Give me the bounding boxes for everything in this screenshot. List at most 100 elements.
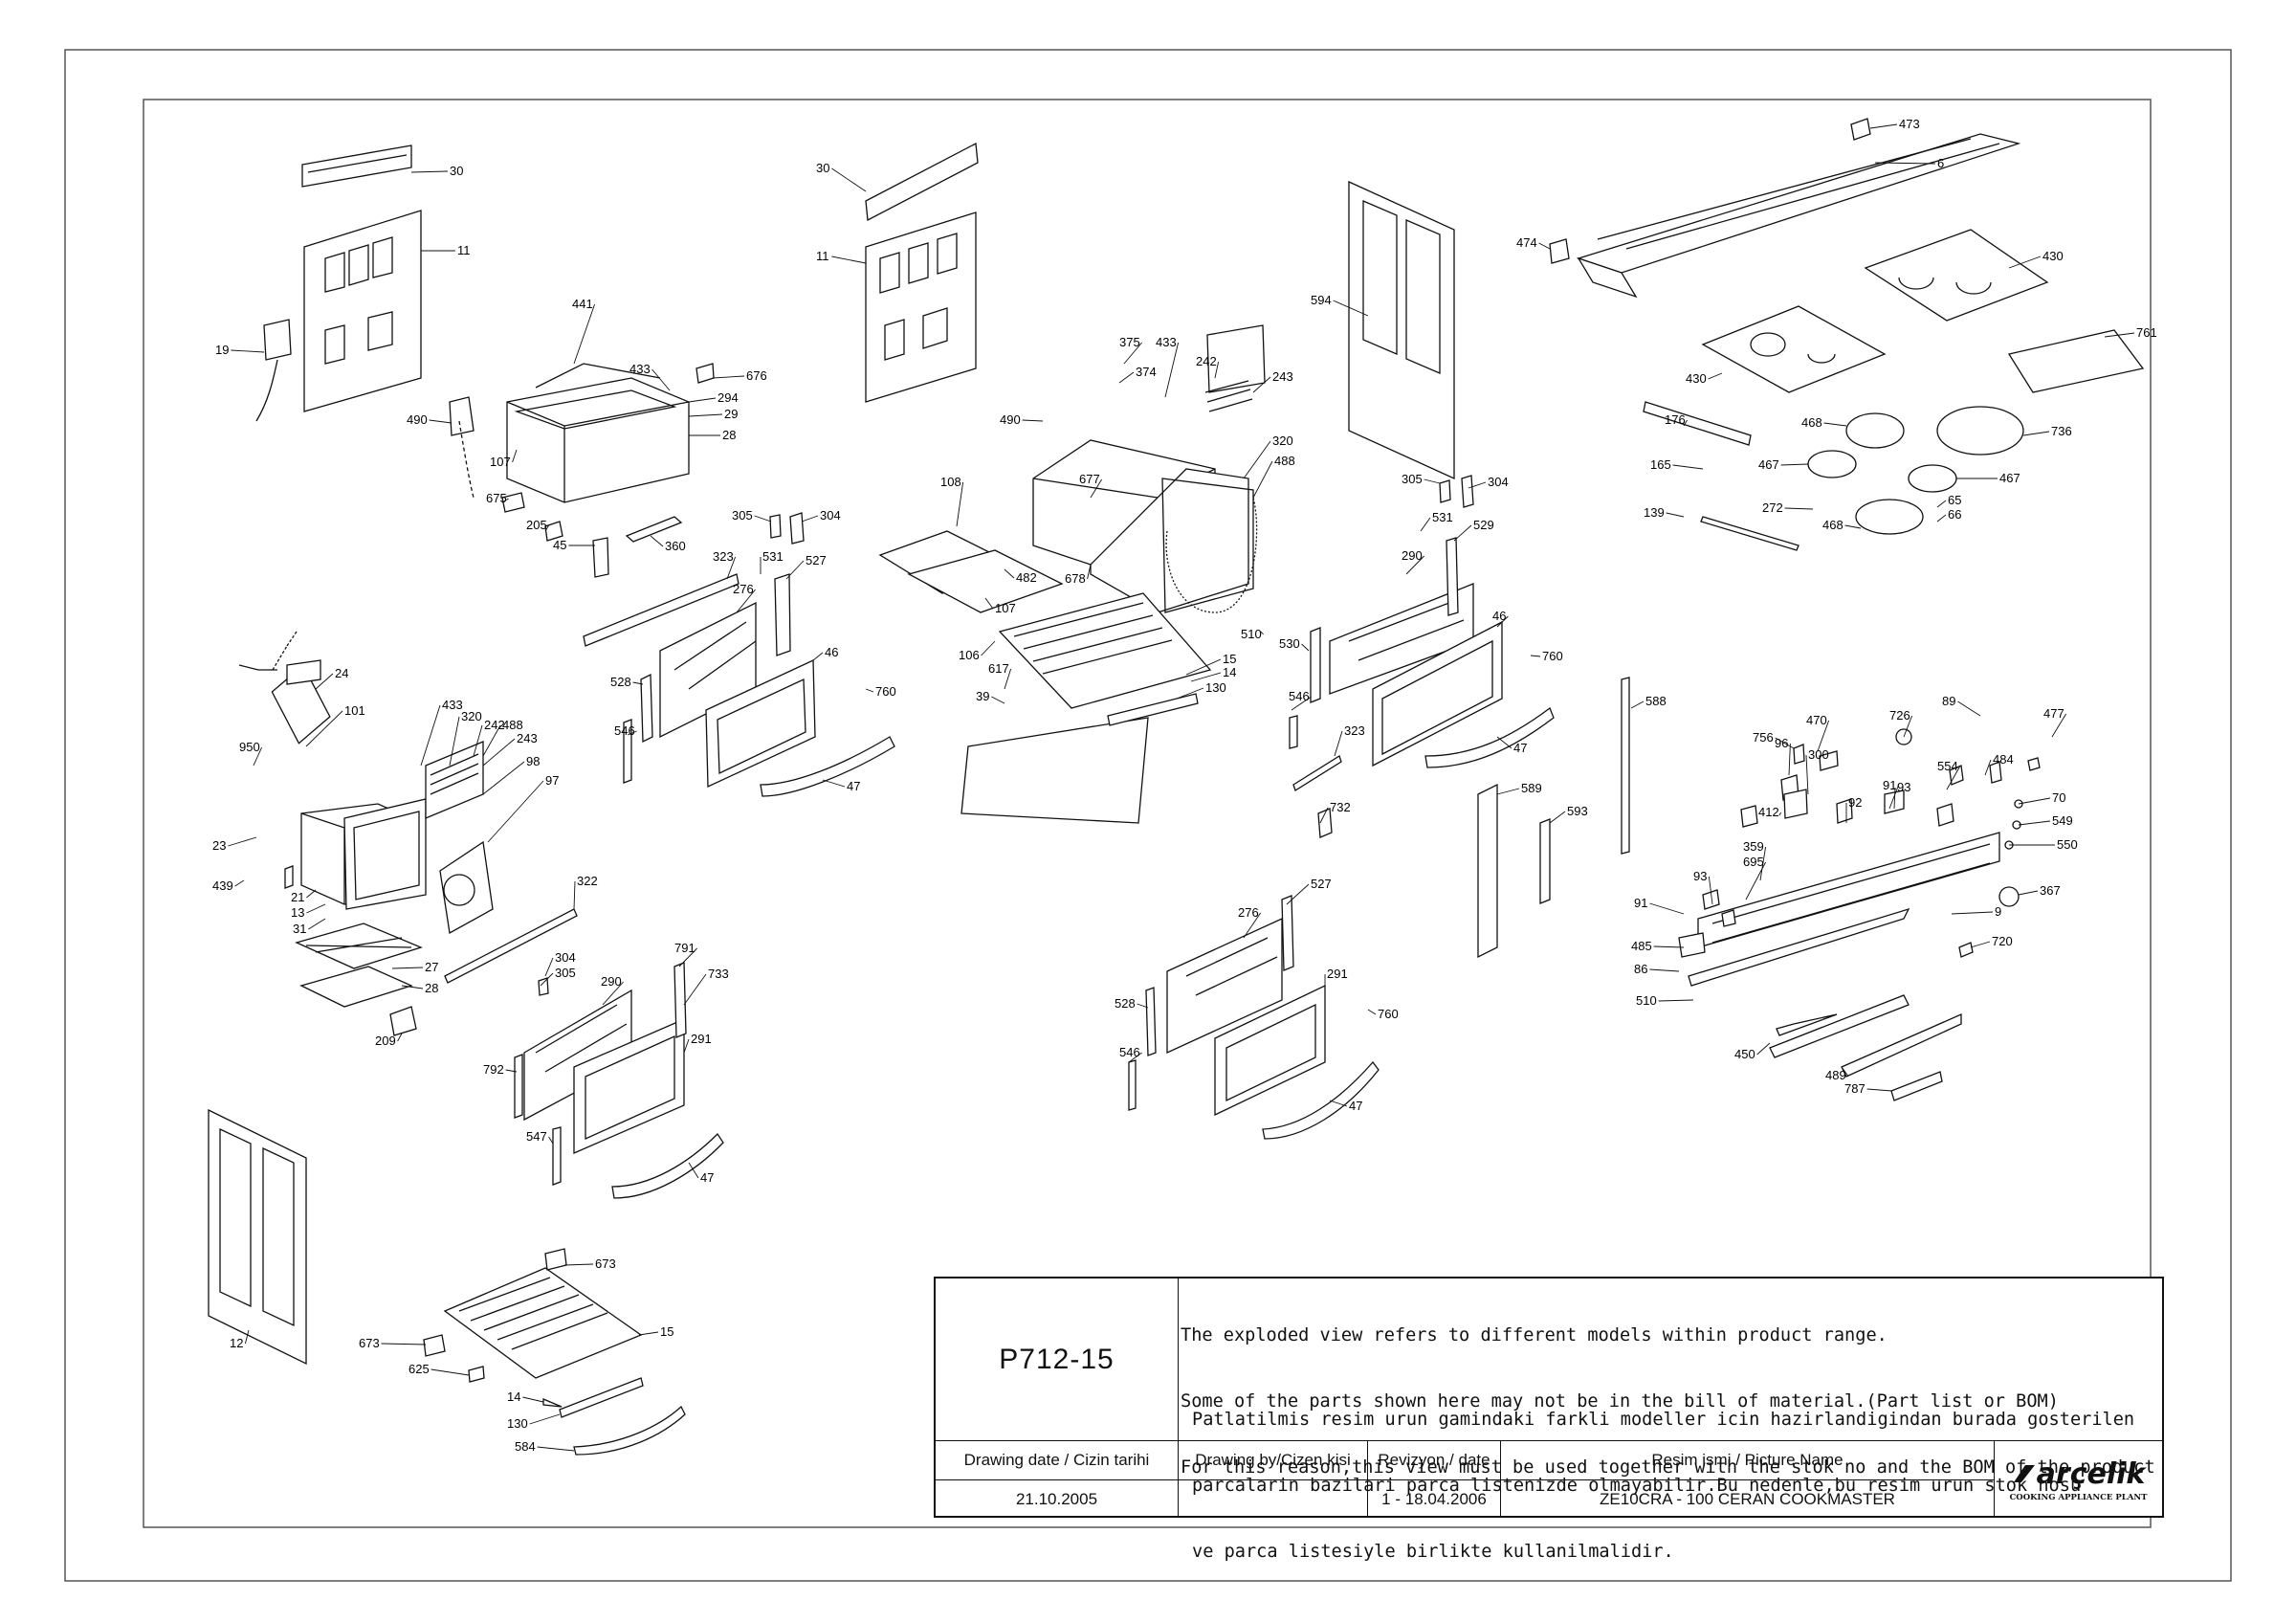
- part-number: 15: [1223, 652, 1236, 666]
- leader-line: [2104, 332, 2135, 338]
- leader-line: [1004, 568, 1015, 579]
- note-tr-3: ve parca listesiyle birlikte kullanilmal…: [1192, 1542, 1674, 1562]
- leader-line: [865, 688, 874, 693]
- part-label-527a: 527: [785, 553, 827, 580]
- leader-line: [2051, 713, 2066, 738]
- part-number: 291: [691, 1032, 712, 1046]
- part-label-108: 108: [940, 475, 964, 527]
- part-number: 47: [700, 1170, 714, 1185]
- part-label-528b: 528: [1115, 996, 1149, 1011]
- leader-line: [712, 375, 745, 379]
- part-label-291b: 291: [1324, 967, 1348, 990]
- leader-line: [397, 1033, 403, 1042]
- drawing-code-cell: P712-15: [936, 1278, 1179, 1441]
- part-number: 39: [976, 689, 989, 703]
- leader-line: [1756, 1042, 1771, 1056]
- leader-line: [512, 449, 518, 463]
- part-label-96: 96: [1775, 736, 1791, 776]
- leader-line: [1260, 631, 1264, 635]
- part-number: 305: [732, 508, 753, 522]
- part-label-290a: 290: [1402, 548, 1424, 575]
- leader-line: [544, 957, 554, 977]
- part-number: 490: [1000, 412, 1021, 427]
- value-rev: 1 - 18.04.2006: [1381, 1489, 1487, 1508]
- part-label-760a: 760: [865, 684, 896, 699]
- part-number: 359: [1743, 839, 1764, 854]
- part-label-594: 594: [1311, 293, 1369, 317]
- back-panel-left: [255, 145, 422, 422]
- leader-line: [253, 746, 263, 767]
- part-number: 484: [1993, 752, 2014, 767]
- leader-line: [1367, 1009, 1377, 1015]
- leader-line: [1090, 478, 1102, 499]
- leader-line: [812, 652, 824, 661]
- part-number: 467: [1999, 471, 2020, 485]
- part-label-242a: 242: [1196, 354, 1220, 379]
- part-label-676: 676: [712, 368, 767, 383]
- leader-line: [308, 918, 326, 930]
- notes-turkish: Patlatilmis resim urun gamindaki farkli …: [1192, 1365, 2134, 1607]
- part-number: 305: [1402, 472, 1423, 486]
- leader-line: [638, 1331, 659, 1336]
- part-label-30b: 30: [816, 161, 867, 192]
- note-en-1: The exploded view refers to different mo…: [1181, 1325, 1888, 1345]
- leader-line: [563, 1263, 594, 1266]
- leader-line: [1869, 123, 1898, 129]
- leader-line: [831, 256, 867, 264]
- part-label-374: 374: [1118, 365, 1157, 384]
- leader-line: [632, 681, 644, 685]
- leader-line: [573, 303, 596, 365]
- leader-line: [1123, 342, 1142, 365]
- part-label-6: 6: [1874, 156, 1944, 170]
- leader-line: [1022, 419, 1044, 422]
- part-label-14a: 14: [1190, 665, 1236, 682]
- leader-line: [1333, 300, 1369, 317]
- brand-subtitle: COOKING APPLIANCE PLANT: [2009, 1492, 2148, 1502]
- door-group-center: [1289, 475, 1555, 791]
- part-label-477: 477: [2043, 706, 2066, 738]
- part-label-209: 209: [375, 1033, 403, 1048]
- header-name-cell: Resim ismi / Picture Name: [1501, 1441, 1995, 1480]
- part-label-485: 485: [1631, 939, 1685, 953]
- part-number: 304: [555, 950, 576, 965]
- leader-line: [1405, 555, 1424, 575]
- part-label-488b: 488: [482, 718, 523, 757]
- part-number: 304: [820, 508, 841, 522]
- brand-logo: arçelik: [2012, 1457, 2145, 1491]
- part-number: 441: [572, 297, 593, 311]
- part-number: 430: [2042, 249, 2064, 263]
- note-tr-2: parcalarin bazilari parca listenizde olm…: [1192, 1476, 2082, 1496]
- part-number: 695: [1743, 855, 1764, 869]
- leader-line: [482, 724, 501, 757]
- leader-line: [726, 556, 737, 580]
- part-label-9: 9: [1951, 904, 2001, 919]
- part-number: 617: [988, 661, 1009, 676]
- part-number: 529: [1473, 518, 1494, 532]
- part-number: 96: [1775, 736, 1788, 750]
- part-label-546b: 546: [1289, 689, 1312, 711]
- part-number: 276: [733, 582, 754, 596]
- part-label-531a: 531: [760, 549, 784, 574]
- part-label-27: 27: [391, 960, 438, 974]
- part-label-467a: 467: [1758, 457, 1809, 472]
- part-number: 46: [1492, 609, 1506, 623]
- part-label-490b: 490: [1000, 412, 1044, 427]
- leader-line: [991, 696, 1005, 704]
- leader-line: [573, 880, 576, 910]
- part-number: 9: [1995, 904, 2001, 919]
- part-label-28a: 28: [689, 428, 736, 442]
- part-label-673a: 673: [563, 1256, 616, 1271]
- part-number: 92: [1848, 795, 1862, 810]
- leader-line: [683, 973, 707, 1006]
- leader-line: [537, 1446, 575, 1452]
- part-number: 106: [959, 648, 980, 662]
- leader-line: [1453, 524, 1472, 542]
- part-label-92: 92: [1845, 795, 1862, 823]
- part-number: 367: [2040, 883, 2061, 898]
- part-number: 12: [230, 1336, 243, 1350]
- leader-line: [1496, 615, 1509, 628]
- outer-frame: [64, 49, 2232, 1582]
- leader-line: [2008, 256, 2042, 269]
- part-label-546a: 546: [614, 723, 637, 738]
- part-label-527b: 527: [1286, 877, 1332, 905]
